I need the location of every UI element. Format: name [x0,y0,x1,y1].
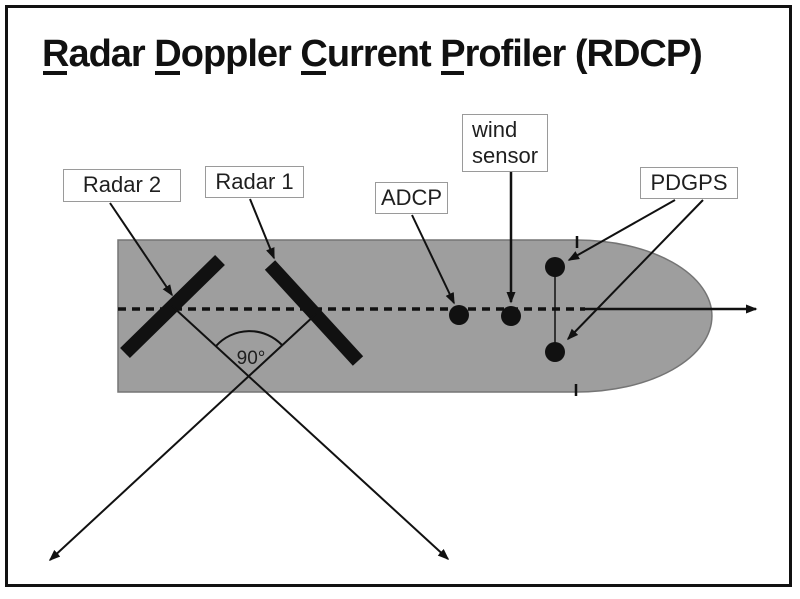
title-text-segment: rofiler (RDCP) [464,33,703,75]
adcp-dot [449,305,469,325]
radar-1-antenna-bar [264,260,364,366]
label-radar-2: Radar 2 [63,169,181,202]
pdgps-dot-top [545,257,565,277]
title-underlined-letter: D [154,33,182,75]
pdgps-callout-arrow-bottom [566,199,704,341]
radar-2-callout-arrow [109,202,173,297]
title-text-segment: urrent [326,33,441,75]
pdgps-dot-bottom [545,342,565,362]
title-text-segment: adar [68,33,155,75]
radar-1-callout-arrow [249,198,275,260]
slide-title: Radar Doppler Current Profiler (RDCP) [42,33,703,76]
pdgps-callout-arrow-top [567,199,676,261]
wind-sensor-dot [501,306,521,326]
label-wind-sensor-line2: sensor [472,143,539,168]
label-wind-sensor-line1: wind [472,116,518,142]
label-pdgps: PDGPS [640,167,738,199]
title-underlined-letter: C [300,33,328,75]
title-underlined-letter: R [42,33,69,75]
title-text-segment: oppler [180,33,301,75]
angle-label: 90° [237,348,266,369]
label-wind-sensor: wind sensor [462,114,548,172]
ship-hull [117,239,713,393]
slide-border [5,5,792,587]
radar-1-beam-line [48,313,317,562]
label-adcp: ADCP [375,182,448,214]
adcp-callout-arrow [411,214,455,305]
label-radar-1: Radar 1 [205,166,304,198]
angle-arc [215,330,283,347]
title-underlined-letter: P [440,33,466,75]
radar-2-beam-line [171,305,450,561]
